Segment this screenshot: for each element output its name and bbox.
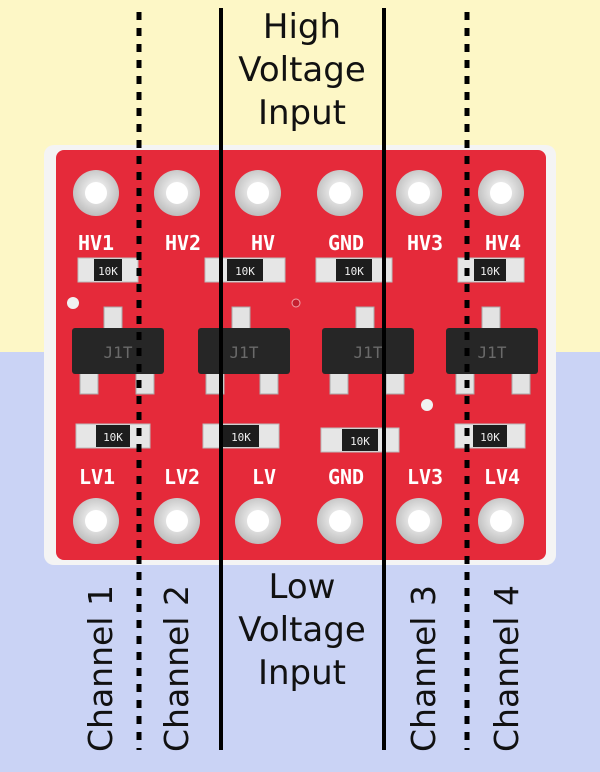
resistor: 10K (204, 257, 286, 283)
pin-hole (235, 498, 281, 544)
pin-hole (154, 498, 200, 544)
label-line: High (262, 7, 342, 47)
pin-hole (478, 498, 524, 544)
pcb-board (56, 150, 546, 560)
transistor: J1T (446, 328, 538, 374)
vias (67, 297, 433, 411)
resistor: 10K (320, 427, 400, 453)
transistor-marking: J1T (354, 343, 383, 362)
pin-hole (396, 170, 442, 216)
resistor-marking: 10K (98, 265, 118, 278)
label-line: Input (257, 653, 347, 693)
resistor-marking: 10K (103, 431, 123, 444)
resistor: 10K (315, 257, 393, 283)
via (67, 297, 79, 309)
resistor: 10K (77, 257, 139, 283)
resistor-marking: 10K (235, 265, 255, 278)
transistor: J1T (322, 328, 414, 374)
channel-dividers (136, 8, 470, 750)
label-line: Voltage (238, 50, 366, 90)
pin-hole (317, 498, 363, 544)
pin-hole (478, 170, 524, 216)
resistor-marking: 10K (344, 265, 364, 278)
transistor: J1T (72, 328, 164, 374)
resistor-marking: 10K (480, 265, 500, 278)
pin-label-lv3: LV3 (407, 465, 443, 489)
pin-label-gnd-bottom: GND (328, 465, 364, 489)
pin-label-hv1: HV1 (78, 231, 114, 255)
resistor-marking: 10K (231, 431, 251, 444)
pin-hole (396, 498, 442, 544)
transistor-leads (79, 306, 531, 395)
label-line: Low (268, 567, 336, 607)
pin-label-hv: HV (251, 231, 275, 255)
top-pin-labels: HV1 HV2 HV GND HV3 HV4 (78, 231, 521, 255)
pin-hole (235, 170, 281, 216)
resistor-marking: 10K (350, 435, 370, 448)
pin-label-gnd-top: GND (328, 231, 364, 255)
pin-hole (317, 170, 363, 216)
transistor: J1T (198, 328, 290, 374)
pin-hole (154, 170, 200, 216)
via (291, 298, 301, 308)
pin-label-lv: LV (252, 465, 276, 489)
low-voltage-input-label: Low Voltage Input (220, 566, 384, 695)
transistor-marking: J1T (230, 343, 259, 362)
label-line: Voltage (238, 610, 366, 650)
pin-hole (73, 498, 119, 544)
via (421, 399, 433, 411)
pin-label-lv4: LV4 (484, 465, 520, 489)
high-voltage-input-label: High Voltage Input (220, 6, 384, 135)
channel-3-label: Channel 3 (404, 585, 443, 752)
pin-label-lv2: LV2 (164, 465, 200, 489)
pin-label-lv1: LV1 (79, 465, 115, 489)
top-pins (73, 170, 524, 216)
pin-label-hv2: HV2 (165, 231, 201, 255)
transistor-marking: J1T (478, 343, 507, 362)
channel-2-label: Channel 2 (157, 585, 196, 752)
bottom-pins (73, 498, 524, 544)
pin-hole (73, 170, 119, 216)
label-line: Input (257, 93, 347, 133)
pin-label-hv4: HV4 (485, 231, 521, 255)
transistor-marking: J1T (104, 343, 133, 362)
resistor-marking: 10K (480, 431, 500, 444)
channel-4-label: Channel 4 (487, 585, 526, 752)
pin-label-hv3: HV3 (407, 231, 443, 255)
channel-1-label: Channel 1 (81, 585, 120, 752)
bottom-pin-labels: LV1 LV2 LV GND LV3 LV4 (79, 465, 520, 489)
resistor: 10K (202, 423, 280, 449)
